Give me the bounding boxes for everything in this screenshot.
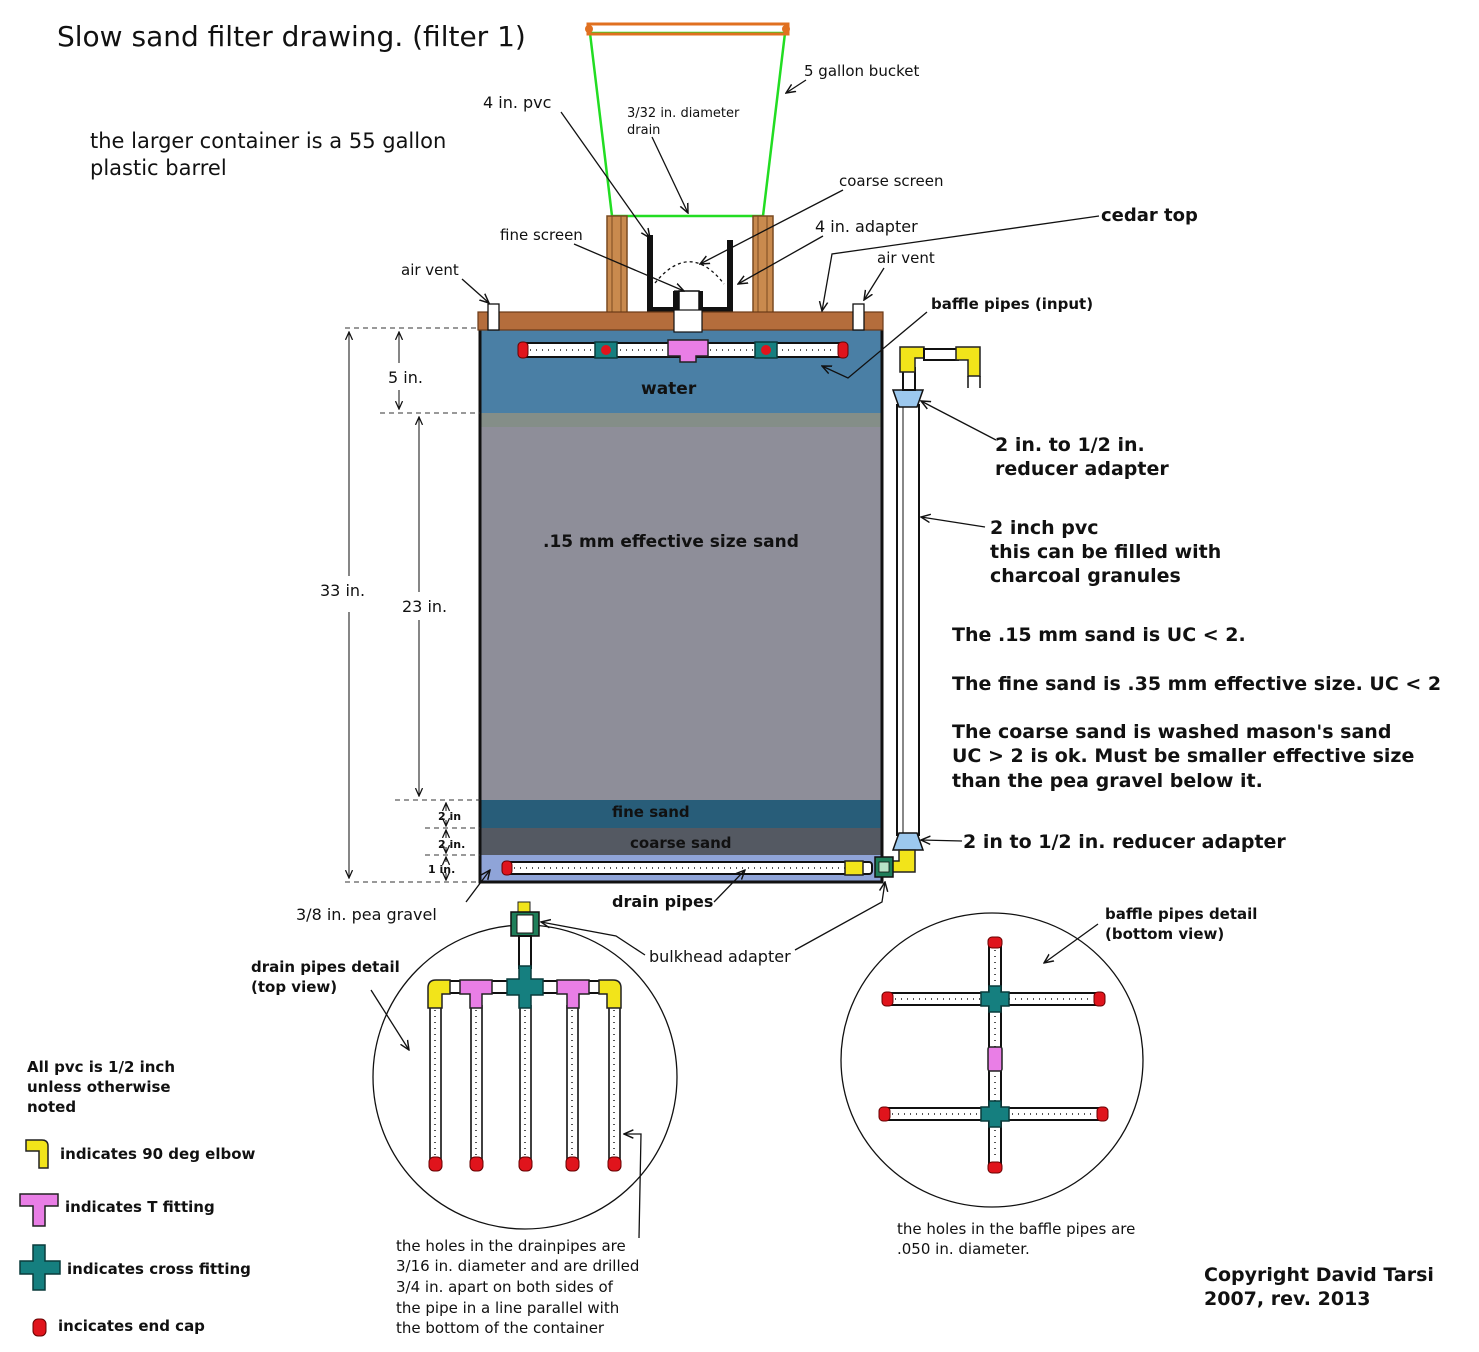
end-cap-icon: [32, 1318, 47, 1337]
legend-header-3: noted: [27, 1098, 76, 1116]
drain-detail-label-1: drain pipes detail: [251, 958, 400, 976]
baffle-holes-note-1: the holes in the baffle pipes are: [897, 1220, 1135, 1238]
dim-gravel: 1 in.: [428, 863, 455, 876]
legend-header-2: unless otherwise: [27, 1078, 171, 1096]
reducer-bottom-label: 2 in to 1/2 in. reducer adapter: [963, 831, 1286, 853]
pvc4-label: 4 in. pvc: [483, 93, 551, 112]
drain-pipes-detail: [372, 901, 678, 1230]
dimension-lines: [345, 327, 480, 883]
legend-tee-text: indicates T fitting: [65, 1198, 215, 1216]
water-label: water: [641, 379, 697, 399]
dim-coarse: 2 in.: [438, 838, 465, 851]
legend-cap-text: incicates end cap: [58, 1317, 205, 1335]
baffle-pipes-detail: [840, 912, 1144, 1208]
intro-line-1: the larger container is a 55 gallon: [90, 129, 446, 153]
reducer-top-label-1: 2 in. to 1/2 in.: [995, 434, 1145, 456]
outside-two-inch-pvc: [874, 346, 981, 878]
fine-screen-label: fine screen: [500, 226, 583, 244]
dim-sand: 23 in.: [402, 597, 447, 616]
dim-total: 33 in.: [320, 581, 365, 600]
copyright-line-1: Copyright David Tarsi: [1204, 1264, 1434, 1286]
pea-gravel-label: 3/8 in. pea gravel: [296, 905, 437, 924]
adapter4-label: 4 in. adapter: [815, 217, 918, 236]
baffle-holes-note-2: .050 in. diameter.: [897, 1240, 1030, 1258]
cross-icon: [19, 1244, 61, 1291]
diagram-title: Slow sand filter drawing. (filter 1): [57, 20, 526, 53]
drain-hole-label-2: drain: [627, 123, 660, 138]
fine-sand-layer: [480, 800, 882, 828]
coarse-sand-label: coarse sand: [630, 834, 732, 852]
pvc2-label-2: this can be filled with: [990, 541, 1221, 563]
reducer-adapter-bottom: [891, 832, 925, 851]
sand-layer: [480, 413, 882, 800]
drain-detail-label-2: (top view): [251, 978, 337, 996]
bucket-label: 5 gallon bucket: [804, 62, 919, 80]
baffle-detail-label-1: baffle pipes detail: [1105, 905, 1257, 923]
sand-label: .15 mm effective size sand: [543, 532, 799, 552]
note-2: The fine sand is .35 mm effective size. …: [952, 673, 1441, 695]
air-vent-right-label: air vent: [877, 249, 935, 267]
dim-water: 5 in.: [388, 368, 423, 387]
legend-elbow-text: indicates 90 deg elbow: [60, 1145, 256, 1163]
tee-icon: [19, 1193, 59, 1227]
baffle-pipes-input: [517, 339, 849, 363]
drain-holes-note-3: 3/4 in. apart on both sides of: [396, 1278, 614, 1296]
coarse-sand-layer: [480, 828, 882, 855]
pvc2-label-1: 2 inch pvc: [990, 517, 1099, 539]
drain-holes-note-4: the pipe in a line parallel with: [396, 1299, 619, 1317]
note-3-line-1: The coarse sand is washed mason's sand: [952, 721, 1391, 743]
pvc2-label-3: charcoal granules: [990, 565, 1181, 587]
note-1: The .15 mm sand is UC < 2.: [952, 624, 1246, 646]
drain-pipes-label: drain pipes: [612, 892, 713, 911]
copyright-line-2: 2007, rev. 2013: [1204, 1288, 1371, 1310]
baffle-input-label: baffle pipes (input): [931, 295, 1093, 313]
drain-holes-note-2: 3/16 in. diameter and are drilled: [396, 1257, 639, 1275]
dim-fine: 2 in: [438, 810, 461, 823]
bulkhead-label: bulkhead adapter: [649, 947, 791, 966]
drain-pipe: [501, 860, 873, 876]
drain-holes-note-1: the holes in the drainpipes are: [396, 1237, 626, 1255]
elbow-icon: [25, 1139, 49, 1169]
legend-header-1: All pvc is 1/2 inch: [27, 1058, 175, 1076]
drain-hole-label-1: 3/32 in. diameter: [627, 106, 740, 121]
air-vent-left-pipe: [487, 303, 500, 331]
baffle-detail-label-2: (bottom view): [1105, 925, 1224, 943]
coarse-screen-label: coarse screen: [839, 172, 943, 190]
note-3-line-2: UC > 2 is ok. Must be smaller effective …: [952, 745, 1414, 767]
intro-line-2: plastic barrel: [90, 156, 227, 180]
legend-cross-text: indicates cross fitting: [67, 1260, 251, 1278]
air-vent-right-pipe: [852, 303, 865, 331]
reducer-top-label-2: reducer adapter: [995, 458, 1169, 480]
cedar-top-label: cedar top: [1101, 205, 1198, 226]
reducer-adapter-top: [891, 389, 925, 408]
fine-screen: [654, 261, 725, 285]
note-3-line-3: than the pea gravel below it.: [952, 770, 1263, 792]
bucket-rim: [586, 22, 790, 36]
legend: All pvc is 1/2 inch unless otherwise not…: [19, 1058, 256, 1337]
air-vent-left-label: air vent: [401, 261, 459, 279]
fine-sand-label: fine sand: [612, 803, 690, 821]
drain-holes-note-5: the bottom of the container: [396, 1319, 605, 1337]
